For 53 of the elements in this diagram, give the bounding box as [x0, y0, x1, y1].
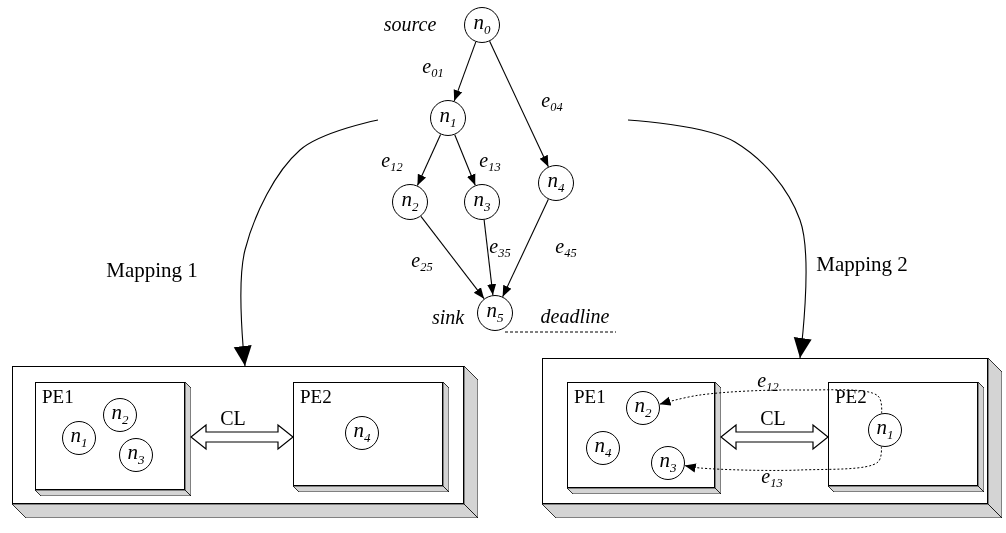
arrow: [416, 133, 442, 187]
processor-label: PE1: [574, 387, 606, 406]
task-circle: [538, 165, 574, 201]
task-circle: [464, 7, 500, 43]
mapping-label: Mapping 2: [816, 253, 908, 275]
task-label: n$_{2}$: [111, 401, 129, 426]
task-label: n$_{5}$: [486, 299, 504, 324]
curved-arrow: [233, 119, 379, 367]
edge-label: e$_{25}$: [411, 250, 433, 274]
task-label: n$_{4}$: [547, 169, 565, 194]
mapping-label: Mapping 1: [106, 259, 198, 281]
task-label: n$_{3}$: [659, 449, 677, 474]
edge-label: e$_{01}$: [422, 56, 444, 80]
arrow: [489, 40, 549, 168]
processor-label: PE2: [835, 387, 867, 406]
edge-label: e$_{13}$: [479, 150, 501, 174]
edge-label: e$_{13}$: [761, 466, 783, 490]
task-circle: [464, 184, 500, 220]
double-arrow: [190, 423, 294, 451]
task-circle: [430, 100, 466, 136]
edge-label: e$_{04}$: [541, 90, 563, 114]
node-caption: sink: [431, 307, 465, 327]
task-label: n$_{2}$: [634, 394, 652, 419]
task-label: n$_{1}$: [70, 424, 88, 449]
task-label: n$_{1}$: [876, 416, 894, 441]
node-caption: source: [383, 14, 437, 34]
task-label: n$_{3}$: [473, 188, 491, 213]
task-label: n$_{2}$: [401, 188, 419, 213]
dotted-arrow: [659, 389, 883, 414]
task-label: n$_{3}$: [127, 441, 145, 466]
double-arrow: [720, 423, 829, 451]
edge-label: e$_{45}$: [555, 236, 577, 260]
link-label: CL: [760, 408, 786, 428]
arrow: [483, 219, 497, 296]
task-label: n$_{1}$: [439, 104, 457, 129]
task-label: n$_{4}$: [353, 419, 371, 444]
arrow: [502, 198, 549, 298]
link-label: CL: [220, 408, 246, 428]
task-label: n$_{0}$: [473, 11, 491, 36]
arrow: [420, 215, 485, 300]
edge-label: e$_{12}$: [757, 370, 779, 394]
processor-label: PE1: [42, 387, 74, 406]
curved-arrow: [627, 119, 812, 359]
arrow: [454, 134, 476, 186]
dotted-arrow: [684, 446, 882, 473]
processor-label: PE2: [300, 387, 332, 406]
edge-label: e$_{12}$: [381, 150, 403, 174]
arrow: [453, 41, 477, 102]
task-label: n$_{4}$: [594, 434, 612, 459]
task-circle: [477, 295, 513, 331]
deadline-label: deadline: [540, 306, 610, 326]
task-circle: [392, 184, 428, 220]
edge-label: e$_{35}$: [489, 236, 511, 260]
